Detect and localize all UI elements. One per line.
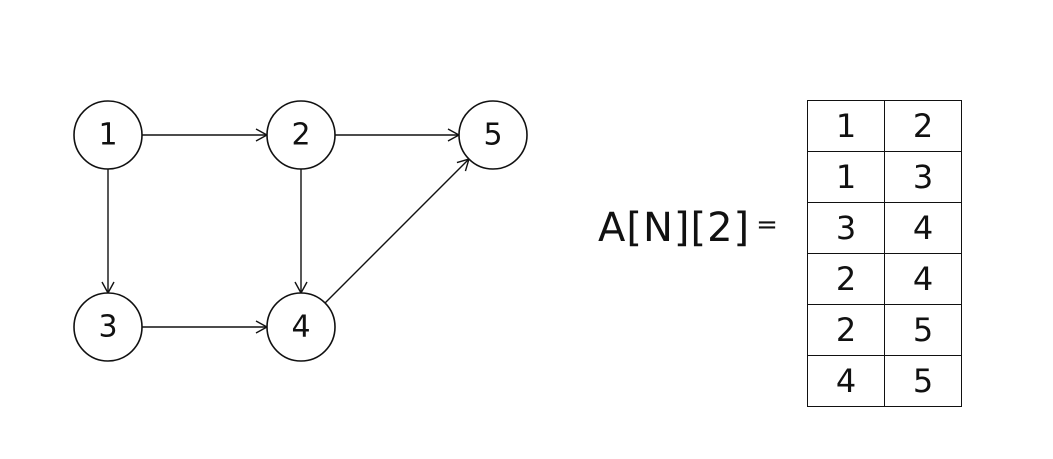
graph-node-3: 3 [73,292,143,362]
node-circle [458,100,528,170]
table-cell-from: 2 [807,253,885,305]
node-circle [266,100,336,170]
node-label: 2 [291,118,310,153]
node-circle [73,292,143,362]
table-cell-from: 1 [807,151,885,203]
equals-sign: = [756,210,779,240]
table-cell-from: 2 [807,304,885,356]
directed-graph: 1 2 3 4 5 [73,100,528,362]
table-cell-to: 2 [884,100,962,152]
edge-1-3 [101,169,115,295]
table-cell-from: 3 [807,202,885,254]
node-label: 1 [98,118,117,153]
array-declaration: A[N][2] [598,205,751,251]
graph-node-5: 5 [458,100,528,170]
node-label: 3 [98,310,117,345]
node-circle [266,292,336,362]
table-cell-from: 1 [807,100,885,152]
node-label: 5 [483,118,502,153]
table-cell-to: 5 [884,304,962,356]
edge-1-2 [142,128,269,142]
graph-node-2: 2 [266,100,336,170]
table-cell-from: 4 [807,355,885,407]
table-cell-to: 4 [884,202,962,254]
node-label: 4 [291,310,310,345]
table-cell-to: 3 [884,151,962,203]
edge-2-5 [335,128,461,142]
edge-3-4 [142,320,269,334]
edge-line [324,158,470,304]
table-cell-to: 5 [884,355,962,407]
edge-4-5 [324,158,470,304]
edge-2-4 [294,169,308,295]
array-formula: A[N][2]= [598,205,779,251]
node-circle [73,100,143,170]
table-cell-to: 4 [884,253,962,305]
graph-node-4: 4 [266,292,336,362]
graph-node-1: 1 [73,100,143,170]
